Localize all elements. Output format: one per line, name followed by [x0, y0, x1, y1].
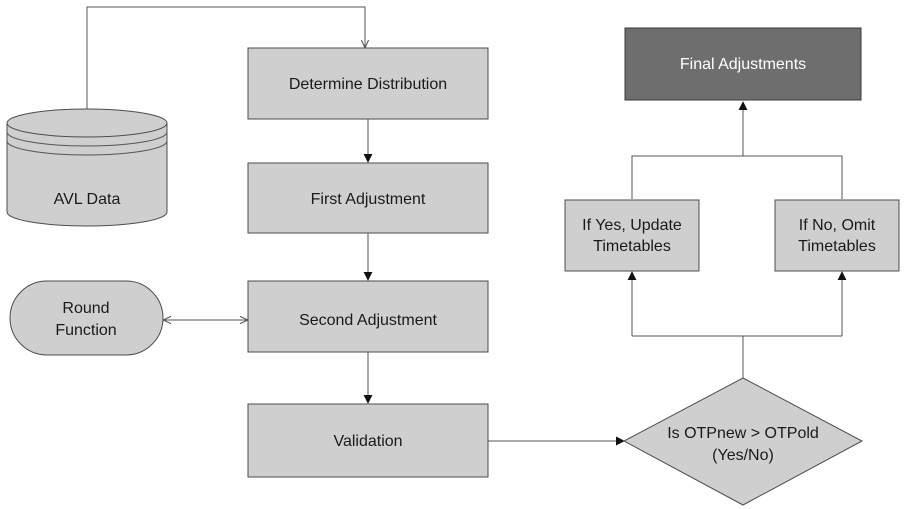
if-no-label-line2: Timetables — [798, 238, 876, 255]
decision-label-line1: Is OTPnew > OTPold — [667, 425, 819, 442]
decision-diamond: Is OTPnew > OTPold (Yes/No) — [622, 377, 864, 506]
validation-label: Validation — [333, 433, 402, 450]
if-yes-box: If Yes, Update Timetables — [564, 199, 700, 272]
final-adjustments-box: Final Adjustments — [624, 27, 862, 101]
round-function-terminal: Round Function — [9, 280, 164, 356]
connector-options-merge — [631, 155, 843, 199]
validation-box: Validation — [247, 403, 489, 478]
round-function-label-line1: Round — [62, 300, 109, 317]
if-yes-label-line2: Timetables — [593, 238, 671, 255]
if-no-label-line1: If No, Omit — [799, 217, 876, 234]
decision-label-line2: (Yes/No) — [712, 447, 774, 464]
connector-avl-to-distribution — [86, 6, 365, 112]
determine-distribution-box: Determine Distribution — [247, 47, 489, 120]
round-function-label-line2: Function — [55, 322, 116, 339]
determine-distribution-label: Determine Distribution — [289, 76, 447, 93]
first-adjustment-label: First Adjustment — [311, 191, 426, 208]
if-yes-label-line1: If Yes, Update — [582, 217, 682, 234]
if-no-box: If No, Omit Timetables — [774, 199, 900, 272]
final-adjustments-label: Final Adjustments — [680, 56, 806, 73]
connector-decision-split — [632, 335, 842, 378]
avl-data-cylinder: AVL Data — [6, 108, 168, 227]
avl-data-label: AVL Data — [54, 191, 121, 208]
second-adjustment-box: Second Adjustment — [247, 280, 489, 353]
first-adjustment-box: First Adjustment — [247, 162, 489, 234]
second-adjustment-label: Second Adjustment — [299, 312, 437, 329]
